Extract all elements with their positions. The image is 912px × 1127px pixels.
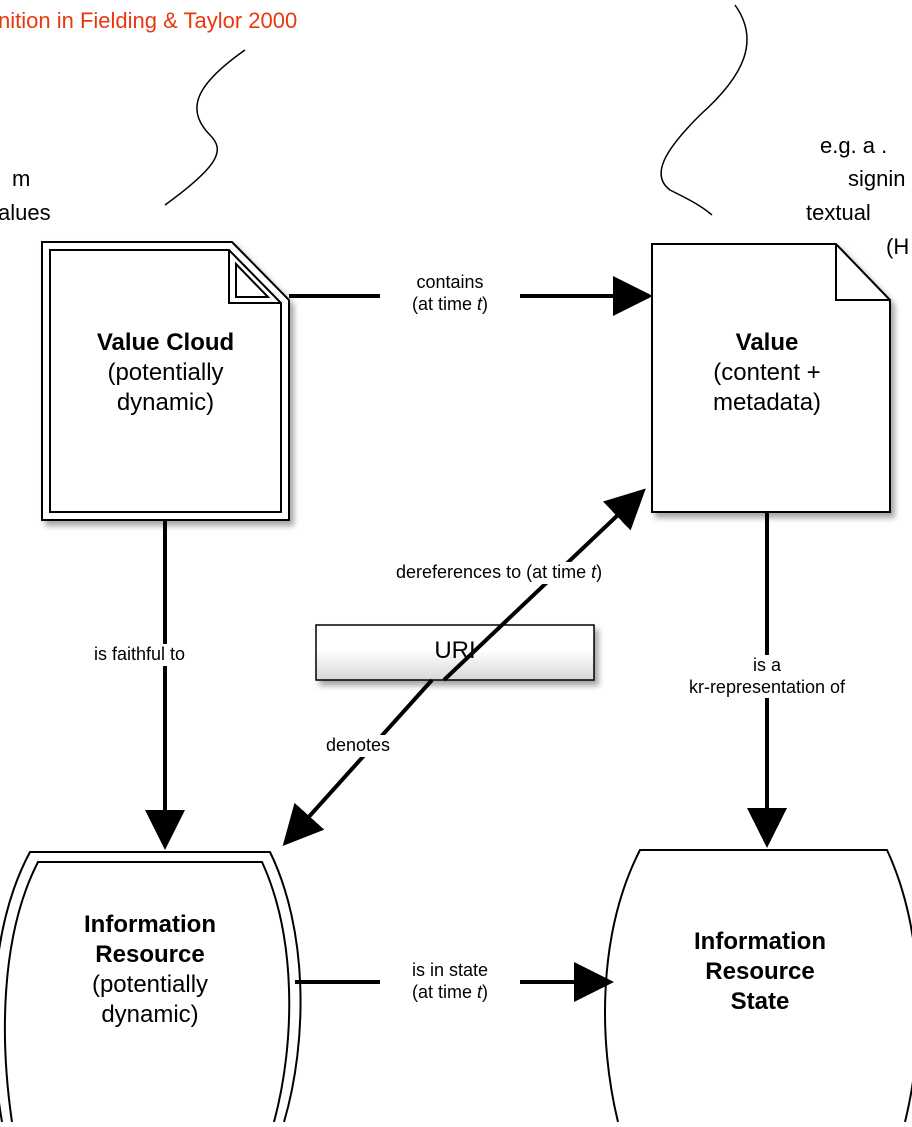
- kr-label-line1: is a: [752, 655, 781, 675]
- value-cloud-node: Value Cloud (potentially dynamic): [50, 328, 281, 418]
- faithful-label: is faithful to: [90, 644, 190, 666]
- info-resource-title1: Information: [84, 911, 216, 938]
- information-resource-state-node: Information Resource State: [640, 927, 880, 1017]
- citation-header: nition in Fielding & Taylor 2000: [0, 8, 298, 33]
- value-cloud-title: Value Cloud: [96, 329, 235, 356]
- in-state-label-line2: (at time t): [411, 981, 489, 1002]
- information-resource-shape: [0, 851, 302, 1123]
- right-note-line4: (H: [886, 234, 910, 259]
- right-note-line1: e.g. a .: [820, 133, 888, 158]
- value-cloud-line3: dynamic): [116, 389, 215, 416]
- squiggle-right: [660, 4, 748, 216]
- info-state-title3: State: [730, 988, 790, 1015]
- info-resource-title2: Resource: [95, 941, 205, 968]
- information-resource-state-shape: [604, 849, 912, 1123]
- value-cloud-line2: (potentially: [107, 359, 224, 386]
- right-note-line2: signin: [848, 166, 906, 191]
- left-note-line2: alues: [0, 200, 51, 225]
- info-resource-line3: (potentially: [91, 971, 209, 998]
- dereferences-edge: [442, 488, 646, 682]
- value-shape: [651, 243, 891, 513]
- value-node: Value (content + metadata): [652, 328, 882, 418]
- contains-label: contains (at time t): [380, 272, 520, 316]
- contains-label-line1: contains: [416, 272, 484, 292]
- value-cloud-shape: [41, 241, 290, 521]
- dereferences-label: dereferences to (at time t): [392, 562, 607, 584]
- kr-representation-label: is a kr-representation of: [645, 655, 889, 699]
- value-line2: (content +: [713, 359, 821, 386]
- information-resource-node: Information Resource (potentially dynami…: [30, 910, 270, 1030]
- denotes-edge: [282, 678, 434, 846]
- squiggle-left: [164, 49, 246, 206]
- denotes-label: denotes: [322, 735, 395, 757]
- in-state-label-line1: is in state: [411, 960, 489, 980]
- uri-node: URI: [434, 637, 476, 664]
- contains-label-line2: (at time t): [411, 293, 489, 314]
- right-note-line3: textual: [806, 200, 871, 225]
- value-title: Value: [735, 329, 799, 356]
- info-resource-line4: dynamic): [101, 1001, 199, 1028]
- left-note-line1: m: [12, 166, 31, 191]
- value-line3: metadata): [712, 389, 822, 416]
- info-state-title1: Information: [694, 928, 826, 955]
- info-state-title2: Resource: [705, 958, 815, 985]
- kr-label-line2: kr-representation of: [688, 676, 846, 697]
- in-state-label: is in state (at time t): [380, 960, 520, 1004]
